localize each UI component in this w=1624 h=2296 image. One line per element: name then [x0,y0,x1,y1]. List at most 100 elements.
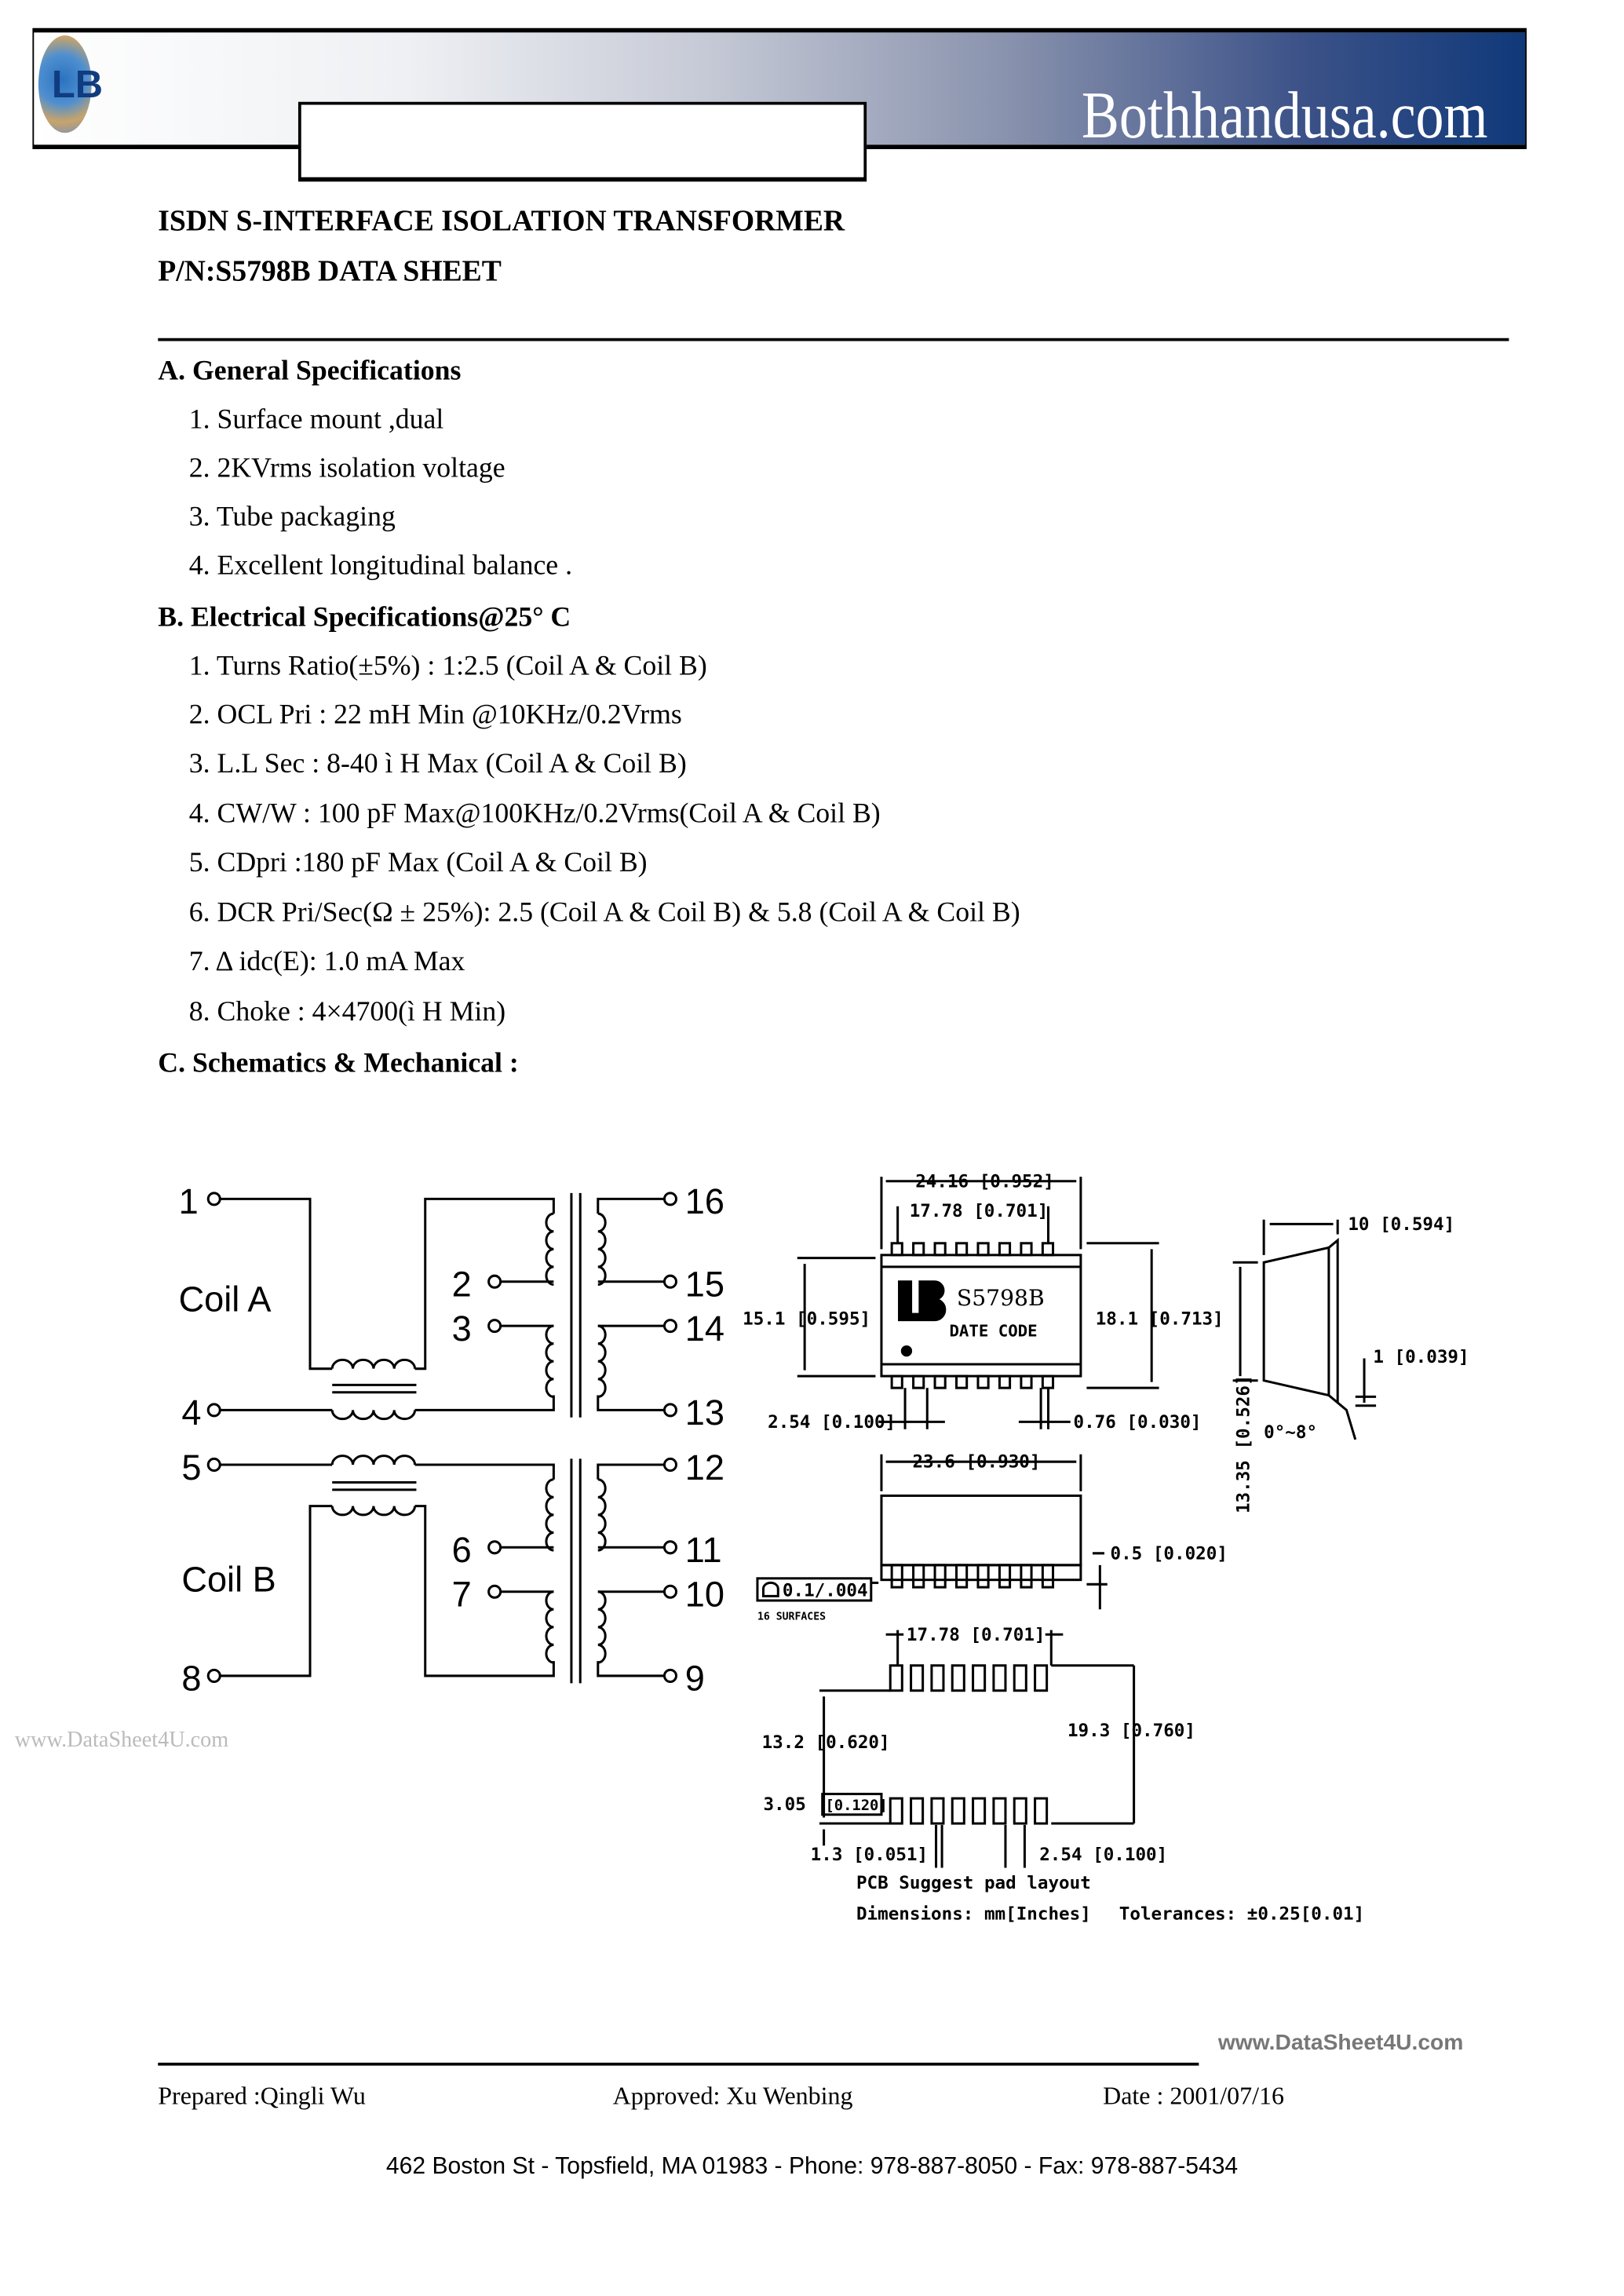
wiring [220,1197,665,1677]
spec-item: 6. DCR Pri/Sec(Ω ± 25%): 2.5 (Coil A & C… [188,897,1020,929]
pcb-pad [930,1664,945,1692]
document-date: Date : 2001/07/16 [1103,2082,1285,2110]
flatness-value: 0.1/.004 [783,1580,868,1601]
pcb-inner-span: 13.2 [0.620] [762,1732,890,1753]
pcb-pad-pitch: 2.54 [0.100] [1039,1845,1167,1865]
company-address: 462 Boston St - Topsfield, MA 01983 - Ph… [385,2154,1239,2180]
chip-lead [1041,1374,1055,1389]
common-mode-chokes [330,1358,417,1517]
spec-item: 2. OCL Pri : 22 mH Min @10KHz/0.2Vrms [188,699,682,732]
spec-item: 3. Tube packaging [188,502,396,534]
pcb-pad [889,1797,903,1825]
watermark-footer: www.DataSheet4U.com [1217,2030,1464,2056]
coil-a-label: Coil A [179,1279,272,1319]
pcb-pad [1034,1797,1049,1825]
pcb-outer-span: 19.3 [0.760] [1067,1721,1195,1741]
dim-overall-width: 24.16 [0.952] [915,1171,1054,1192]
pcb-pad [992,1797,1007,1825]
pin-label: 4 [181,1393,201,1433]
coil-b-label: Coil B [181,1560,276,1600]
pin-label: 7 [452,1575,472,1615]
pin-label: 10 [685,1575,724,1615]
chip-lead [1020,1242,1033,1257]
spec-item: 1. Surface mount ,dual [188,404,444,436]
pin-label: 3 [452,1309,472,1349]
site-name: Bothhandusa.com [1082,78,1489,152]
spec-item: 7. Δ idc(E): 1.0 mA Max [188,946,465,978]
chip-lead [1041,1564,1055,1589]
front-view [756,1454,1108,1610]
pcb-pitch-span: 17.78 [0.701] [907,1625,1046,1645]
dim-pitch-span: 17.78 [0.701] [910,1201,1049,1221]
pin-label: 8 [181,1659,201,1699]
pcb-pad-length-inch: [0.120] [825,1798,887,1814]
section-mechanical-heading: C. Schematics & Mechanical : [158,1048,519,1080]
dim-lead-thickness: 1 [0.039] [1373,1347,1469,1367]
spec-item: 3. L.L Sec : 8-40 ì H Max (Coil A & Coil… [188,748,687,780]
pin-label: 9 [685,1659,705,1699]
dim-standoff: 0.5 [0.020] [1111,1543,1228,1564]
chip-lead [1041,1242,1055,1257]
dimension-labels: 24.16 [0.952] 17.78 [0.701] 15.1 [0.595]… [743,1171,1469,1924]
chip-lead [912,1374,925,1389]
pin-label: 15 [685,1265,724,1305]
tolerances-note: Tolerances: ±0.25[0.01] [1119,1904,1364,1924]
schematic [206,1192,678,1684]
section-electrical-heading: B. Electrical Specifications@25° C [158,602,571,633]
pin-label: 12 [685,1447,724,1487]
chip-part-marking: S5798B [957,1285,1045,1311]
prepared-by: Prepared :Qingli Wu [158,2082,366,2110]
logo-lettering: LB [51,62,104,107]
pin-label: 5 [181,1447,201,1487]
spec-item: 8. Choke : 4×4700(ì H Min) [188,996,506,1028]
header-blank-box [297,101,867,182]
chip-date-code: DATE CODE [949,1321,1037,1340]
dim-pitch: 2.54 [0.100] [768,1412,896,1433]
pcb-pad-length: 3.05 [763,1794,805,1815]
pin-label: 1 [179,1181,199,1221]
dimensions-note: Dimensions: mm[Inches] [856,1904,1091,1924]
side-view [1232,1219,1377,1440]
doc-title: ISDN S-INTERFACE ISOLATION TRANSFORMER [158,205,845,238]
pcb-pad [910,1664,925,1692]
chip-lead [998,1564,1012,1589]
dim-body-height: 15.1 [0.595] [743,1309,870,1329]
approved-by: Approved: Xu Wenbing [612,2082,853,2110]
dim-side-height: 13.35 [0.526] [1233,1374,1254,1513]
pin-label: 16 [685,1181,724,1221]
pin-label: 11 [685,1530,722,1570]
pin-labels: 1 2 3 4 5 6 7 8 9 10 11 12 13 14 15 16 C… [179,1181,724,1699]
pcb-pad [972,1797,987,1825]
chip-lead [912,1242,925,1257]
chip-lead [976,1374,990,1389]
top-view [797,1177,1159,1429]
dim-lead-angle: 0°~8° [1264,1422,1317,1443]
pcb-pad [910,1797,925,1825]
footer-divider [158,2062,1199,2066]
company-logo: LB [38,35,103,133]
doc-subtitle: P/N:S5798B DATA SHEET [158,255,502,288]
pin-terminals [206,1192,678,1683]
chip-lead [912,1564,925,1589]
chip-lead [998,1374,1012,1389]
spec-item: 5. CDpri :180 pF Max (Coil A & Coil B) [188,847,648,879]
pcb-pad [951,1797,965,1825]
chip-lead [955,1242,969,1257]
chip-lead [1020,1374,1033,1389]
transformer-coils [545,1192,607,1684]
pin-label: 14 [685,1309,724,1349]
chip-lead [955,1564,969,1589]
chip-lead [955,1374,969,1389]
divider [158,338,1509,341]
pin-label: 6 [452,1530,472,1570]
flatness-surfaces: 16 SURFACES [757,1611,826,1623]
dim-side-width: 10 [0.594] [1348,1214,1454,1235]
pcb-pad [1034,1664,1049,1692]
pcb-pad-width: 1.3 [0.051] [811,1845,928,1865]
pcb-pad [951,1664,965,1692]
chip-lead [890,1242,903,1257]
spec-item: 4. CW/W : 100 pF Max@100KHz/0.2Vrms(Coil… [188,798,881,830]
chip-lead [933,1374,947,1389]
